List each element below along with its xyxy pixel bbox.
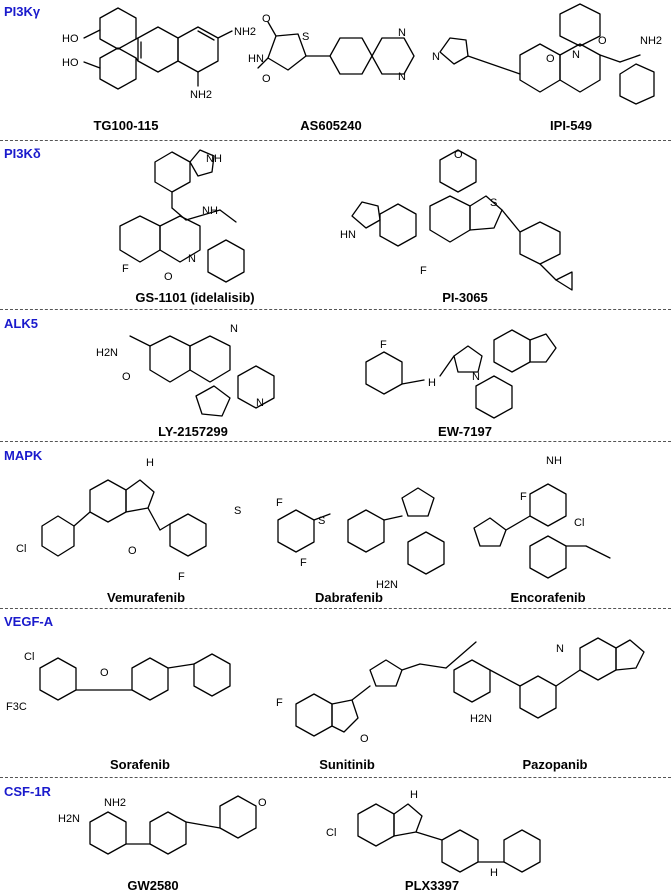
atom-label: S (234, 505, 241, 517)
atom-label: S (490, 197, 497, 209)
atom-label: S (302, 31, 309, 43)
atom-label: O (546, 53, 555, 65)
compound-name-ew-7197: EW-7197 (438, 424, 492, 439)
atom-label: N (556, 643, 564, 655)
atom-label: NH2 (104, 797, 126, 809)
atom-label: H2N (58, 813, 80, 825)
compound-name-dabrafenib: Dabrafenib (315, 590, 383, 605)
atom-label: O (122, 371, 131, 383)
atom-label: HO (62, 33, 79, 45)
atom-label: N (256, 397, 264, 409)
section-divider (0, 140, 671, 141)
atom-label: NH (202, 205, 218, 217)
atom-label: O (454, 149, 463, 161)
section-label-csf-1r: CSF-1R (4, 784, 51, 799)
compound-name-gw2580: GW2580 (127, 878, 179, 893)
atom-label: O (360, 733, 369, 745)
atom-label: F (300, 557, 307, 569)
atom-label: F (122, 263, 129, 275)
atom-label: NH2 (640, 35, 662, 47)
compound-name-as605240: AS605240 (300, 118, 362, 133)
compound-name-ly-2157299: LY-2157299 (158, 424, 228, 439)
atom-label: N (398, 71, 406, 83)
compound-name-encorafenib: Encorafenib (510, 590, 586, 605)
atom-label: F3C (6, 701, 27, 713)
atom-label: N (230, 323, 238, 335)
atom-label: S (318, 515, 325, 527)
atom-label: N (398, 27, 406, 39)
atom-label: O (164, 271, 173, 283)
atom-label: F (520, 491, 527, 503)
compound-name-plx3397: PLX3397 (404, 878, 460, 893)
atom-label: O (100, 667, 109, 679)
atom-label: O (262, 73, 271, 85)
atom-label: H (410, 789, 418, 801)
atom-label: H (428, 377, 436, 389)
atom-label: NH2 (190, 89, 212, 101)
compound-name-sunitinib: Sunitinib (319, 757, 375, 772)
atom-label: H (490, 867, 498, 879)
atom-label: H (146, 457, 154, 469)
compound-name-vemurafenib: Vemurafenib (106, 590, 186, 605)
atom-label: H2N (470, 713, 492, 725)
section-label-pi3k-delta: PI3Kδ (4, 146, 41, 161)
section-label-mapk: MAPK (4, 448, 43, 463)
atom-label: N (188, 253, 196, 265)
atom-label: F (178, 571, 185, 583)
section-divider (0, 608, 671, 609)
atom-label: HO (62, 57, 79, 69)
compound-name-tg100-115: TG100-115 (93, 118, 159, 133)
atom-label: HN (248, 53, 264, 65)
compound-name-ipi-549: IPI-549 (550, 118, 592, 133)
section-divider (0, 441, 671, 442)
atom-label: Cl (574, 517, 584, 529)
atom-label: N (432, 51, 440, 63)
compound-name-pazopanib: Pazopanib (522, 757, 588, 772)
atom-label: NH (206, 153, 222, 165)
compound-name-sorafenib: Sorafenib (110, 757, 170, 772)
atom-label: NH (546, 455, 562, 467)
atom-label: N (472, 371, 480, 383)
atom-label: Cl (326, 827, 336, 839)
section-label-pi3k-gamma: PI3Kγ (4, 4, 41, 19)
atom-label: O (258, 797, 267, 809)
compound-name-idelalisib: GS-1101 (idelalisib) (135, 290, 255, 305)
atom-label: F (276, 497, 283, 509)
atom-label: O (598, 35, 607, 47)
atom-label: H2N (376, 579, 398, 591)
section-divider (0, 777, 671, 778)
atom-label: O (262, 13, 271, 25)
atom-label: H2N (96, 347, 118, 359)
atom-label: HN (340, 229, 356, 241)
section-label-alk5: ALK5 (4, 316, 38, 331)
atom-label: N (572, 49, 580, 61)
atom-label: Cl (24, 651, 34, 663)
atom-label: F (276, 697, 283, 709)
compound-name-pi-3065: PI-3065 (442, 290, 488, 305)
section-label-vegf-a: VEGF-A (4, 614, 54, 629)
atom-label: O (128, 545, 137, 557)
atom-label: Cl (16, 543, 26, 555)
atom-label: F (420, 265, 427, 277)
atom-label: NH2 (234, 26, 256, 38)
section-divider (0, 309, 671, 310)
atom-label: F (380, 339, 387, 351)
